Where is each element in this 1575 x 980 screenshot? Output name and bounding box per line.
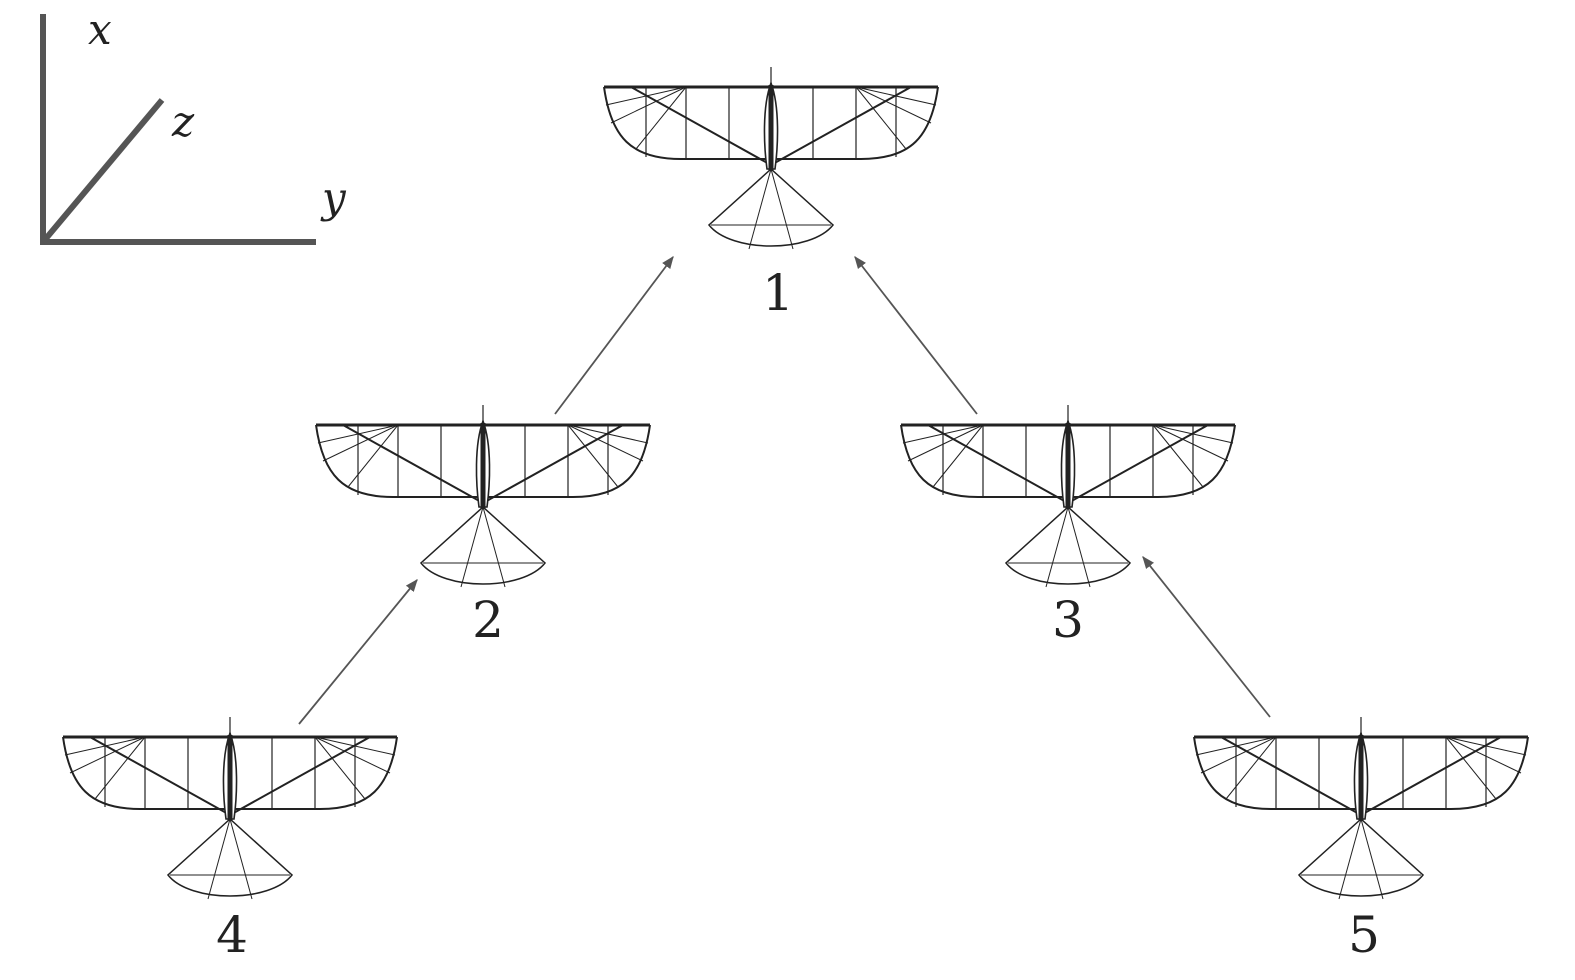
z-axis-line	[40, 98, 165, 244]
aircraft-4: 4	[61, 715, 399, 964]
aircraft-3-drawing	[899, 403, 1237, 589]
arrow-4-to-2	[298, 579, 418, 725]
arrow-3-to-1	[854, 256, 978, 415]
aircraft-3: 3	[899, 403, 1237, 649]
aircraft-5-drawing	[1192, 715, 1530, 901]
aircraft-2: 2	[314, 403, 652, 649]
aircraft-3-label: 3	[1052, 591, 1084, 649]
formation-links	[298, 255, 1271, 725]
aircraft-4-drawing	[61, 715, 399, 901]
aircraft-1-drawing	[602, 65, 940, 251]
y-axis-label: y	[320, 173, 347, 222]
aircraft-1: 1	[602, 65, 940, 322]
arrow-2-to-1	[554, 255, 674, 415]
arrow-5-to-3	[1142, 556, 1271, 718]
x-axis-label: x	[88, 5, 112, 54]
aircraft-2-drawing	[314, 403, 652, 589]
axes-indicator: x z y	[40, 5, 347, 245]
aircraft-5-label: 5	[1348, 906, 1380, 964]
aircraft-4-label: 4	[216, 906, 248, 964]
z-axis-label: z	[171, 97, 195, 146]
aircraft-5: 5	[1192, 715, 1530, 964]
aircraft-2-label: 2	[472, 591, 504, 649]
aircraft-1-label: 1	[762, 264, 794, 322]
